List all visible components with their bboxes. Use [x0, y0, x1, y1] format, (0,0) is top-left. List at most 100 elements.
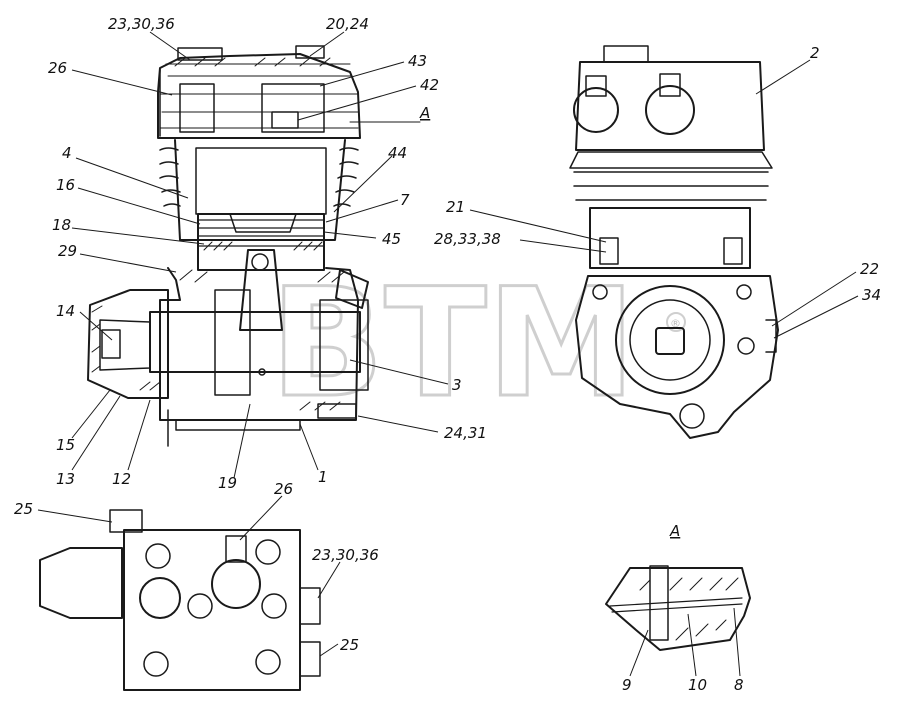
registered-mark: ®: [670, 317, 681, 330]
cylinder-barrel: [174, 139, 346, 241]
top-port-25: [109, 509, 143, 533]
leader-20-24: [309, 31, 345, 57]
leader-23-30-36-top: [149, 31, 191, 61]
watermark: BTM ®: [269, 256, 686, 433]
leader-13: [71, 395, 121, 471]
callout-20-24: 20,24: [326, 15, 369, 33]
side-view: [569, 45, 779, 439]
cylinder-head-outline: [157, 53, 361, 139]
side-bolt-hole-4: [679, 403, 705, 429]
callout-42: 42: [420, 76, 439, 94]
leader-26-top: [71, 69, 173, 96]
piston-pin: [251, 253, 269, 271]
leader-45: [323, 231, 377, 239]
intake-valve-body: [179, 83, 215, 133]
leader-26-bottom: [239, 495, 283, 541]
callout-16: 16: [56, 176, 75, 194]
connecting-rod: [239, 249, 283, 331]
top-port-26-cap: [225, 535, 247, 563]
callout-14: 14: [56, 302, 75, 320]
leader-lines: [37, 31, 859, 677]
side-outlet-cap: [659, 73, 681, 97]
top-body: [123, 529, 301, 691]
leader-23-30-36-bottom: [317, 561, 341, 599]
callout-12: 12: [112, 470, 131, 488]
top-outlet-port: [211, 559, 261, 609]
top-bolt-3: [187, 593, 213, 619]
side-inlet-port: [573, 87, 619, 133]
side-crank-cover: [615, 285, 725, 395]
top-drive-end: [39, 547, 123, 619]
callout-8: 8: [734, 676, 744, 694]
drain-plug: [317, 403, 357, 419]
leader-12: [127, 399, 151, 471]
top-plug-right-lower: [299, 641, 321, 677]
callout-10: 10: [688, 676, 707, 694]
callout-22: 22: [860, 260, 879, 278]
side-bolt-hole-3: [737, 337, 755, 355]
head-bolt-cap-right: [295, 45, 325, 59]
leader-24-31: [357, 415, 439, 433]
detail-a-gasket: [609, 597, 743, 613]
callout-24-31: 24,31: [444, 424, 487, 442]
leader-3: [349, 359, 449, 385]
callout-19: 19: [218, 474, 237, 492]
top-bolt-2: [255, 539, 281, 565]
callout-26-bottom: 26: [274, 480, 293, 498]
side-cylinder-body: [589, 207, 751, 269]
leader-9: [629, 629, 649, 677]
drive-end-housing: [87, 289, 169, 399]
top-bolt-5: [143, 651, 169, 677]
crank-web: [214, 289, 251, 396]
side-cylinder-fins: [569, 151, 773, 201]
section-a-label: A: [419, 104, 430, 122]
leader-18: [71, 227, 205, 245]
callout-44: 44: [388, 144, 407, 162]
side-crank-cover-inner: [629, 299, 711, 381]
callout-13: 13: [56, 470, 75, 488]
callout-3: 3: [452, 376, 462, 394]
callout-43: 43: [408, 52, 427, 70]
callout-34: 34: [862, 286, 881, 304]
leader-25-top: [37, 509, 113, 523]
cylinder-head-hatch: [159, 63, 359, 129]
piston-crown-recess: [229, 213, 297, 233]
callout-21: 21: [446, 198, 465, 216]
top-bolt-4: [261, 593, 287, 619]
callout-7: 7: [400, 191, 410, 209]
side-stud-right: [723, 237, 743, 265]
side-outlet-port: [645, 85, 695, 135]
callout-25-bottom: 25: [340, 636, 359, 654]
drive-end-hatching: [91, 305, 161, 391]
side-crank-nut: [655, 327, 685, 355]
detail-a-title: A: [669, 522, 680, 540]
oil-hole: [258, 368, 266, 376]
piston: [197, 213, 325, 271]
detail-a: [605, 565, 751, 651]
drive-nut: [101, 329, 121, 359]
leader-25-bottom: [319, 643, 339, 657]
callout-45: 45: [382, 230, 401, 248]
top-plug-right: [299, 587, 321, 625]
top-bolt-1: [145, 543, 171, 569]
crankcase-outline: [159, 267, 359, 421]
callout-labels: 23,30,36 20,24 26 43 42 A 4 44 16 7 18 4…: [14, 15, 881, 694]
side-head-cap: [603, 45, 649, 63]
side-bolt-hole-1: [592, 284, 608, 300]
head-bolt-cap-left: [177, 47, 223, 61]
leader-2: [755, 59, 811, 95]
leader-14: [79, 311, 113, 341]
leader-19: [233, 403, 251, 479]
callout-29: 29: [58, 242, 77, 260]
leader-42: [297, 85, 417, 121]
callout-25-top: 25: [14, 500, 33, 518]
watermark-text: BTM: [270, 257, 636, 431]
leader-7: [325, 199, 399, 223]
leader-1: [299, 423, 319, 471]
piston-hatching: [203, 241, 323, 251]
leader-28-33-38: [519, 239, 607, 253]
detail-a-dowel: [649, 565, 669, 641]
leader-16: [77, 187, 201, 225]
